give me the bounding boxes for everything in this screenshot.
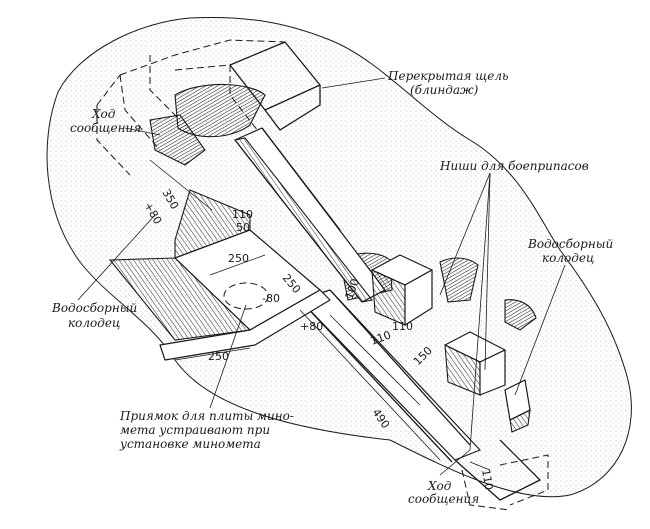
covered-slit-box xyxy=(96,39,321,176)
labels: Перекрытая щель (блиндаж) Ход сообщения … xyxy=(51,69,613,506)
dim-110-upper: 110 xyxy=(232,208,253,221)
label-covered-slit-sub: (блиндаж) xyxy=(410,83,479,97)
mortar-platform xyxy=(108,189,331,361)
label-sump-right-2: колодец xyxy=(542,251,594,265)
earth-shading xyxy=(149,83,537,331)
dim-250-top: 250 xyxy=(228,252,249,265)
label-sump-left-2: колодец xyxy=(68,316,120,330)
label-sump-left-1: Водосборный xyxy=(51,301,137,315)
leader-lines xyxy=(77,77,566,476)
dim-50-upper: 50 xyxy=(236,221,250,234)
label-comm-left-1: Ход xyxy=(91,107,116,121)
dim-110-bottom: 110 xyxy=(479,468,495,491)
label-ammo-niches: Ниши для боеприпасов xyxy=(439,159,589,173)
ammo-niche-lower xyxy=(444,331,506,396)
ammo-niche-upper xyxy=(371,254,433,326)
label-comm-left-2: сообщения xyxy=(70,121,141,135)
dim-250-bottom: 250 xyxy=(208,350,229,363)
right-sump xyxy=(504,379,531,433)
dim-minus80-pit: -80 xyxy=(262,292,280,305)
dim-plus80-lower: +80 xyxy=(300,320,323,333)
bottom-comm-trench xyxy=(461,454,549,511)
label-sump-right-1: Водосборный xyxy=(527,237,613,251)
label-pit-1: Приямок для плиты мино- xyxy=(119,409,294,423)
dim-110-niche: 110 xyxy=(392,320,413,333)
label-comm-bottom-2: сообщения xyxy=(408,492,479,506)
label-pit-2: мета устраивают при xyxy=(120,423,270,437)
pit-ellipse xyxy=(223,282,269,310)
label-pit-3: установке миномета xyxy=(119,437,261,451)
dimension-lines xyxy=(149,159,491,471)
label-comm-bottom-1: Ход xyxy=(427,479,452,493)
label-covered-slit: Перекрытая щель xyxy=(387,69,509,83)
